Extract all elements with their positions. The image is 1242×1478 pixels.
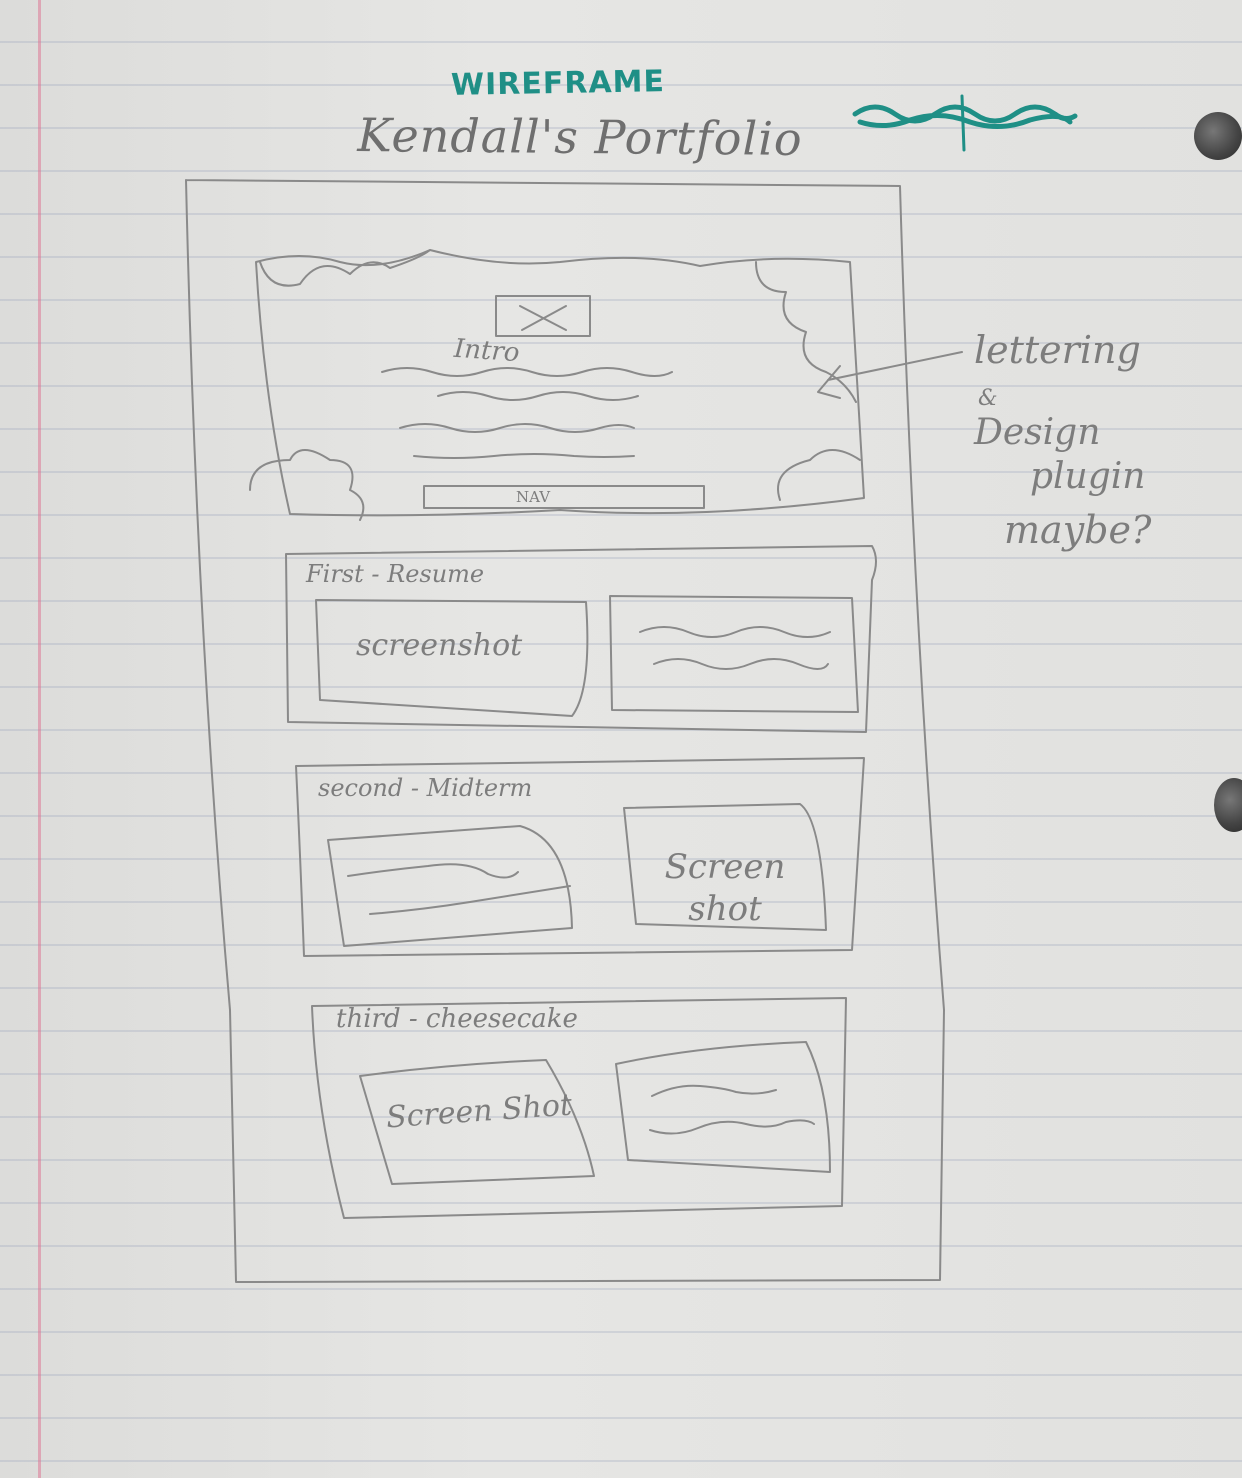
- section-3-screenshot-box: [359, 1059, 595, 1185]
- section-2-label: second - Midterm: [318, 774, 533, 802]
- annotation-line-design: Design: [974, 412, 1101, 453]
- section-2-screenshot-label: Screen shot: [664, 847, 786, 929]
- intro-text-line: [399, 423, 635, 433]
- text-squiggle: [369, 885, 571, 915]
- intro-text-line: [413, 453, 635, 459]
- section-1-text-box: [609, 595, 859, 713]
- margin-line: [38, 0, 41, 1478]
- cloud-top-right: [755, 261, 857, 403]
- annotation-line-plugin: plugin: [1030, 456, 1146, 497]
- text-squiggle: [651, 1084, 777, 1097]
- cloud-top-left: [259, 249, 431, 287]
- section-2-screenshot-box: [623, 803, 827, 931]
- annotation-line-ampersand: &: [978, 386, 998, 411]
- section-2-box: [295, 757, 865, 957]
- section-3-label: third - cheesecake: [336, 1004, 578, 1034]
- text-squiggle: [649, 1119, 815, 1135]
- intro-label: Intro: [453, 333, 521, 369]
- cloud-bottom-left: [249, 449, 365, 521]
- section-1-label: First - Resume: [306, 560, 485, 588]
- punch-hole-bottom: [1214, 778, 1242, 832]
- section-1-box: [285, 545, 877, 733]
- section-3-box: [311, 997, 847, 1219]
- hero-box: [255, 249, 865, 517]
- punch-hole-top: [1194, 112, 1242, 160]
- annotation-line-lettering: lettering: [974, 328, 1141, 372]
- annotation-line-maybe: maybe?: [1004, 508, 1152, 552]
- text-squiggle: [347, 863, 519, 879]
- page-frame: [185, 179, 945, 1283]
- image-placeholder: [495, 295, 591, 337]
- scribble-mark: [852, 104, 1078, 129]
- section-1-screenshot-box: [315, 599, 589, 717]
- intro-text-line: [437, 391, 639, 401]
- text-squiggle: [653, 658, 829, 670]
- text-squiggle: [639, 626, 831, 638]
- section-3-text-box: [615, 1041, 831, 1173]
- section-2-text-box: [327, 825, 573, 947]
- section-1-screenshot-label: screenshot: [356, 628, 523, 663]
- nav-label: NAV: [516, 488, 551, 506]
- cloud-bottom-right: [777, 449, 861, 501]
- intro-text-line: [381, 367, 673, 377]
- nav-bar: [423, 485, 705, 509]
- annotation-arrow: [817, 351, 963, 399]
